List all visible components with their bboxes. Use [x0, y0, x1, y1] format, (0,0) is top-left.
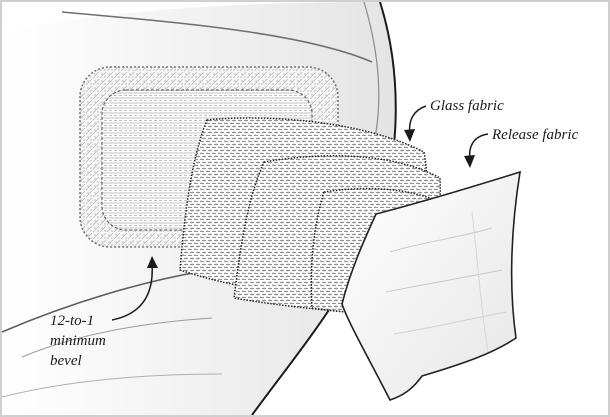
glass-fabric-arrow — [404, 106, 426, 142]
bevel-label-line-1: 12-to-1 — [50, 313, 94, 329]
release-fabric-arrow — [464, 134, 488, 168]
glass-fabric-label: Glass fabric — [430, 98, 504, 114]
bevel-label-line-2: minimum — [50, 333, 106, 349]
release-fabric-label: Release fabric — [491, 127, 579, 143]
bevel-label-line-3: bevel — [50, 353, 82, 369]
